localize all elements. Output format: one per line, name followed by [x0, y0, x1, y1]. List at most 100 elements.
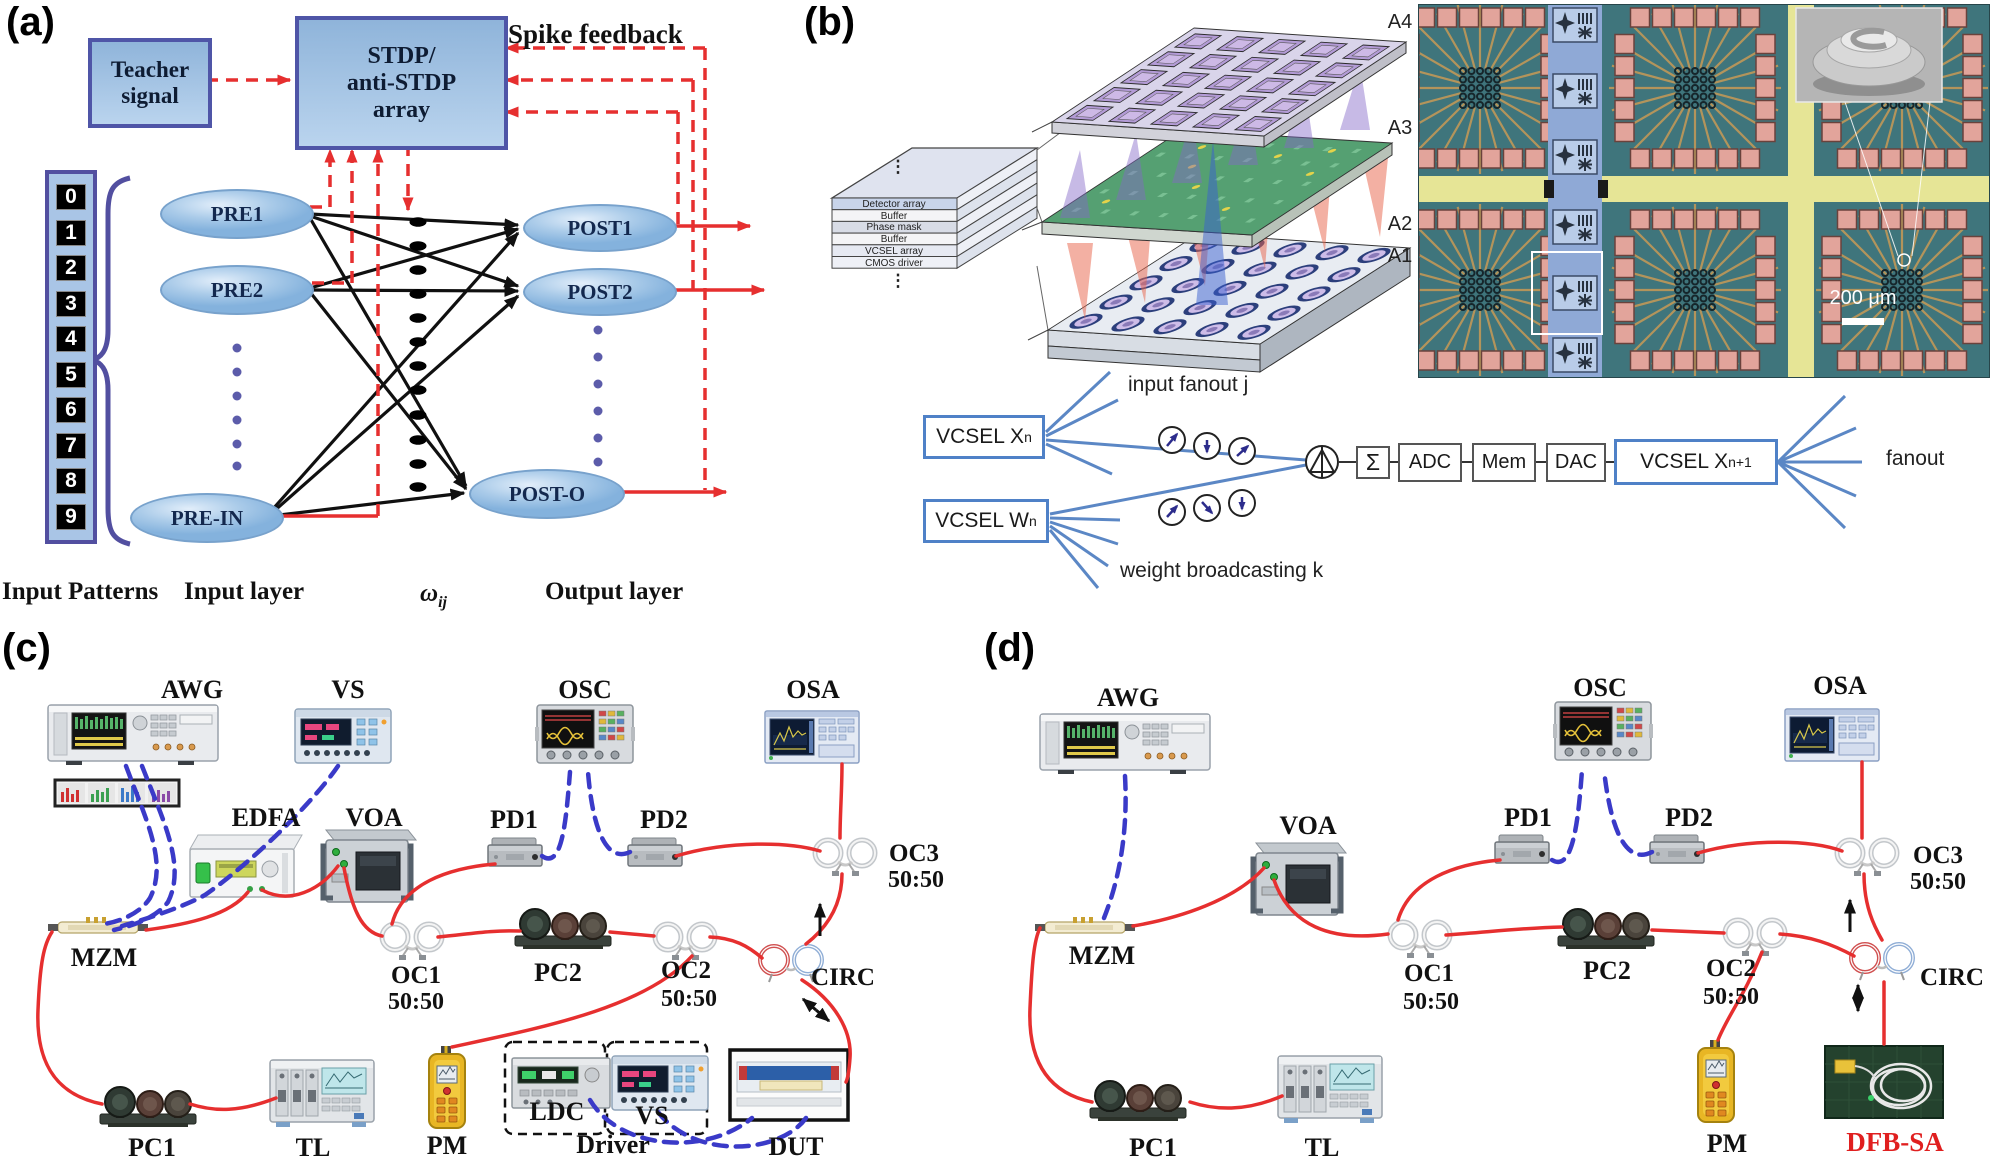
pd2-detector-d — [1649, 834, 1705, 864]
edfa-label: EDFA — [231, 803, 301, 832]
voa-instrument-d — [1253, 843, 1346, 915]
pd2-label-d: PD2 — [1665, 803, 1713, 832]
neuron-pre-in: PRE-IN — [130, 493, 284, 543]
pm-powermeter-d — [1696, 1038, 1736, 1124]
circ-circulator-d — [1849, 942, 1915, 982]
pc1-label-d: PC1 — [1129, 1133, 1177, 1162]
direction-arrows-d — [1844, 898, 1864, 1013]
digit-4: 4 — [56, 326, 86, 353]
plate-label-a2: A2 — [1387, 213, 1413, 235]
awg-instrument-d — [1039, 713, 1211, 775]
teacher-signal-box: Teacher signal — [88, 38, 212, 128]
awg-instrument — [47, 704, 219, 766]
pc1-controller — [99, 1086, 197, 1128]
stack-layer-1: Buffer — [880, 210, 908, 222]
oc3-ratio: 50:50 — [888, 867, 944, 893]
pd1-label-d: PD1 — [1504, 803, 1552, 832]
pd1-label: PD1 — [490, 805, 538, 834]
oc2-label-d: OC2 — [1706, 955, 1756, 982]
cables-blue-dashed — [101, 763, 809, 1149]
direction-arrows — [801, 902, 831, 1023]
driver-label: Driver — [576, 1130, 650, 1159]
cables-blue-dashed-d — [1101, 767, 1655, 921]
digit-0: 0 — [56, 184, 86, 210]
input-patterns-column: 0 1 2 3 4 5 6 7 8 9 — [45, 170, 97, 544]
digit-2: 2 — [56, 255, 86, 282]
pc1-label: PC1 — [128, 1133, 176, 1162]
stack-dots-top: ⋮ — [889, 157, 907, 176]
plate-label-a4: A4 — [1387, 11, 1413, 33]
pattern-barchart — [53, 778, 181, 808]
digit-1: 1 — [56, 219, 86, 246]
dut-label: DUT — [768, 1132, 824, 1161]
mzm-label-d: MZM — [1068, 941, 1136, 970]
digit-6: 6 — [56, 397, 86, 424]
dfb-sa-device — [1823, 1044, 1945, 1120]
flow-diagram — [1044, 370, 1862, 589]
oc1-ratio: 50:50 — [388, 989, 444, 1015]
tl-label-d: TL — [1304, 1133, 1340, 1162]
mem-box: Mem — [1472, 443, 1536, 482]
caption-input-layer: Input layer — [184, 578, 305, 605]
pc2-controller — [514, 908, 612, 950]
pc1-controller-d — [1089, 1080, 1187, 1122]
dac-box: DAC — [1546, 443, 1606, 482]
dfb-sa-label: DFB-SA — [1846, 1127, 1944, 1157]
neuron-post-o: POST-O — [469, 469, 625, 519]
tl-label: TL — [295, 1133, 331, 1162]
layer-stack — [829, 29, 1199, 341]
digit-5: 5 — [56, 361, 86, 388]
osc-label-d: OSC — [1573, 673, 1627, 702]
oc3-label: OC3 — [889, 840, 939, 867]
oc3-ratio-d: 50:50 — [1910, 869, 1966, 895]
stack-dots-bottom: ⋮ — [889, 271, 907, 290]
oc2-ratio: 50:50 — [661, 986, 717, 1012]
fanout-label: fanout — [1886, 447, 1945, 470]
digit-7: 7 — [56, 432, 86, 459]
panel-b-label: (b) — [804, 0, 856, 44]
neuron-pre1: PRE1 — [160, 189, 314, 239]
polarization-arrows — [1166, 432, 1250, 518]
circ-label: CIRC — [811, 964, 875, 991]
pc2-label-d: PC2 — [1583, 956, 1631, 985]
osa-label-d: OSA — [1813, 671, 1867, 700]
vs-driver-label: VS — [635, 1101, 669, 1130]
neuron-pre2: PRE2 — [160, 265, 314, 315]
driver-box-ldc — [503, 1040, 607, 1136]
sum-box: Σ — [1356, 446, 1390, 479]
fibers-red — [36, 762, 852, 1112]
plate-label-a3: A3 — [1387, 117, 1413, 139]
oc2-coupler — [655, 924, 715, 960]
brace — [91, 175, 131, 547]
ellipsis-dots-blue — [232, 325, 603, 471]
ldc-label: LDC — [529, 1097, 585, 1126]
pc2-label: PC2 — [534, 958, 582, 987]
osa-instrument — [764, 710, 860, 764]
sem-inset — [1795, 7, 1943, 103]
pc2-controller-d — [1557, 908, 1655, 950]
panel-c-label: (c) — [2, 626, 51, 670]
panel-d-art — [1028, 701, 1945, 1124]
synapse-dots — [409, 217, 427, 492]
input-fanout-label: input fanout j — [1128, 373, 1249, 396]
voa-label-d: VOA — [1279, 811, 1337, 840]
neuron-post1: POST1 — [523, 204, 677, 252]
oc2-ratio-d: 50:50 — [1703, 984, 1759, 1010]
oc3-label-d: OC3 — [1913, 842, 1963, 869]
osc-label: OSC — [558, 675, 612, 704]
oc3-coupler — [815, 840, 875, 876]
chip-micrograph — [1418, 4, 1990, 378]
oc1-ratio-d: 50:50 — [1403, 989, 1459, 1015]
scale-bar-label: 200 μm — [1829, 287, 1897, 309]
pm-powermeter — [427, 1044, 467, 1130]
stdp-array-box: STDP/ anti-STDP array — [295, 16, 508, 150]
adc-box: ADC — [1398, 443, 1462, 482]
digit-8: 8 — [56, 468, 86, 495]
edfa-instrument — [189, 834, 303, 898]
osa-instrument-d — [1784, 708, 1880, 762]
osa-label: OSA — [786, 675, 840, 704]
